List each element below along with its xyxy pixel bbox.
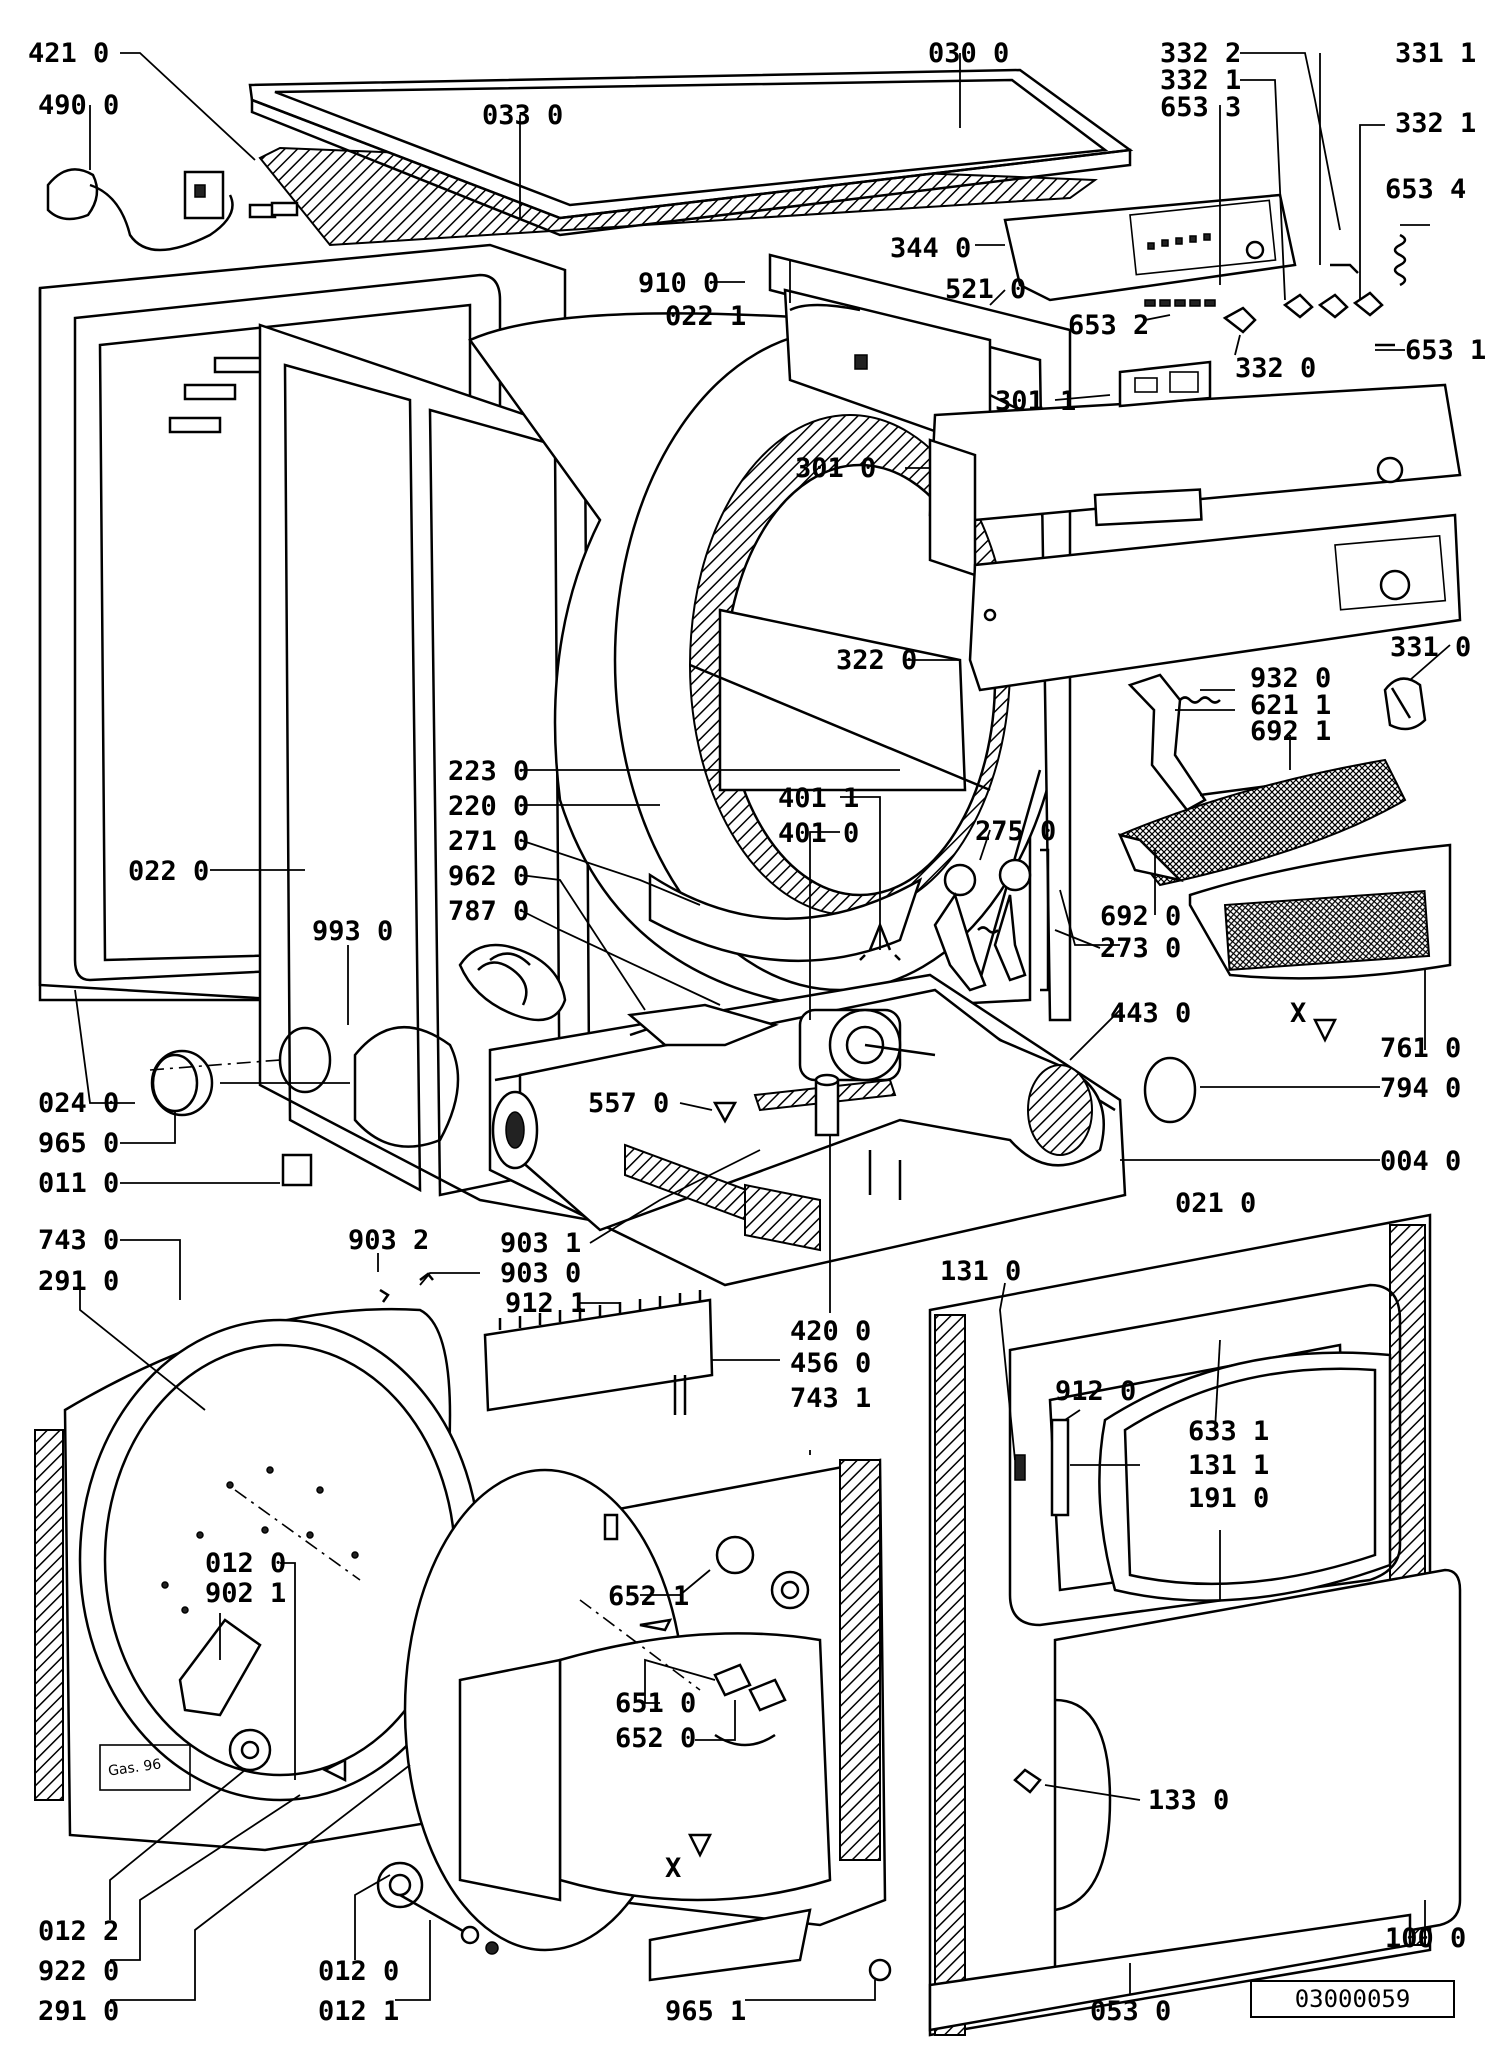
part-label-275-0: 275 0	[975, 816, 1057, 847]
part-label-787-0: 787 0	[448, 896, 530, 927]
control-panel	[928, 360, 1462, 692]
part-label-922-0: 922 0	[38, 1956, 120, 1987]
part-label-332-0: 332 0	[1235, 353, 1317, 384]
part-label-100-0: 100 0	[1385, 1923, 1467, 1954]
part-label-022-1: 022 1	[665, 301, 747, 332]
direction-mark-x: X	[665, 1853, 682, 1884]
part-label-030-0: 030 0	[928, 38, 1010, 69]
part-label-910-0: 910 0	[638, 268, 720, 299]
part-label-332-2: 332 2	[1160, 38, 1242, 69]
leader-lines	[74, 52, 1451, 2001]
part-label-902-1: 902 1	[205, 1578, 287, 1609]
part-label-456-0: 456 0	[790, 1348, 872, 1379]
idler-pulley	[859, 848, 1050, 992]
control-board	[1003, 193, 1407, 347]
part-label-004-0: 004 0	[1380, 1146, 1462, 1177]
part-label-443-0: 443 0	[1110, 998, 1192, 1029]
direction-mark-x: X	[1290, 998, 1307, 1029]
part-label-912-1: 912 1	[505, 1288, 587, 1319]
part-label-743-1: 743 1	[790, 1383, 872, 1414]
part-label-521-0: 521 0	[945, 274, 1027, 305]
rear-panel	[34, 1307, 482, 1852]
part-label-421-0: 421 0	[28, 38, 110, 69]
part-label-794-0: 794 0	[1380, 1073, 1462, 1104]
part-label-903-2: 903 2	[348, 1225, 430, 1256]
part-label-651-0: 651 0	[615, 1688, 697, 1719]
rear-bearing	[376, 1861, 499, 1955]
top-lid	[248, 68, 1134, 247]
heating-element	[379, 1272, 714, 1415]
part-label-761-0: 761 0	[1380, 1033, 1462, 1064]
part-label-273-0: 273 0	[1100, 933, 1182, 964]
part-label-022-0: 022 0	[128, 856, 210, 887]
part-label-332-1a: 332 1	[1160, 65, 1242, 96]
part-label-133-0: 133 0	[1148, 1785, 1230, 1816]
part-label-053-0: 053 0	[1090, 1996, 1172, 2027]
part-label-223-0: 223 0	[448, 756, 530, 787]
part-label-291-0b: 291 0	[38, 1996, 120, 2027]
part-label-331-0: 331 0	[1390, 632, 1472, 663]
part-label-301-1: 301 1	[995, 386, 1077, 417]
part-label-932-0: 932 0	[1250, 663, 1332, 694]
part-label-993-0: 993 0	[312, 916, 394, 947]
part-label-220-0: 220 0	[448, 791, 530, 822]
part-label-012-0b: 012 0	[318, 1956, 400, 1987]
part-label-743-0: 743 0	[38, 1225, 120, 1256]
part-label-012-2: 012 2	[38, 1916, 120, 1947]
base-assembly	[488, 973, 1127, 1287]
part-label-490-0: 490 0	[38, 90, 120, 121]
part-label-912-0: 912 0	[1055, 1376, 1137, 1407]
part-label-191-0: 191 0	[1188, 1483, 1270, 1514]
part-label-903-1: 903 1	[500, 1228, 582, 1259]
part-label-653-1: 653 1	[1405, 335, 1487, 366]
part-label-344-0: 344 0	[890, 233, 972, 264]
part-label-903-0: 903 0	[500, 1258, 582, 1289]
part-label-653-2: 653 2	[1068, 310, 1150, 341]
back-frame	[768, 253, 1072, 1022]
part-label-021-0: 021 0	[1175, 1188, 1257, 1219]
part-label-131-0: 131 0	[940, 1256, 1022, 1287]
heater	[150, 943, 779, 1187]
part-label-692-1: 692 1	[1250, 716, 1332, 747]
part-label-965-1: 965 1	[665, 1996, 747, 2027]
part-label-271-0: 271 0	[448, 826, 530, 857]
document-code: 03000059	[1250, 1980, 1455, 2018]
part-label-962-0: 962 0	[448, 861, 530, 892]
part-label-621-1: 621 1	[1250, 690, 1332, 721]
part-label-557-0: 557 0	[588, 1088, 670, 1119]
part-label-652-1: 652 1	[608, 1581, 690, 1612]
part-label-332-1b: 332 1	[1395, 108, 1477, 139]
part-label-012-1: 012 1	[318, 1996, 400, 2027]
program-knob	[1383, 677, 1427, 731]
part-label-401-0: 401 0	[778, 818, 860, 849]
part-label-301-0: 301 0	[795, 453, 877, 484]
part-label-291-0a: 291 0	[38, 1266, 120, 1297]
part-label-024-0: 024 0	[38, 1088, 120, 1119]
part-label-331-1: 331 1	[1395, 38, 1477, 69]
part-label-420-0: 420 0	[790, 1316, 872, 1347]
part-label-033-0: 033 0	[482, 100, 564, 131]
part-label-322-0: 322 0	[836, 645, 918, 676]
part-label-401-1: 401 1	[778, 783, 860, 814]
lint-filter	[1117, 758, 1452, 980]
part-label-633-1: 633 1	[1188, 1416, 1270, 1447]
power-cord	[46, 168, 299, 252]
front-bearing-panel	[403, 1458, 892, 1982]
part-label-652-0: 652 0	[615, 1723, 697, 1754]
part-label-653-4: 653 4	[1385, 174, 1467, 205]
part-label-011-0: 011 0	[38, 1168, 120, 1199]
part-label-965-0: 965 0	[38, 1128, 120, 1159]
part-label-012-0a: 012 0	[205, 1548, 287, 1579]
part-label-692-0: 692 0	[1100, 901, 1182, 932]
front-door-panel	[928, 1213, 1462, 2037]
seal-ring	[1143, 1056, 1197, 1124]
part-label-653-3: 653 3	[1160, 92, 1242, 123]
part-label-131-1: 131 1	[1188, 1450, 1270, 1481]
